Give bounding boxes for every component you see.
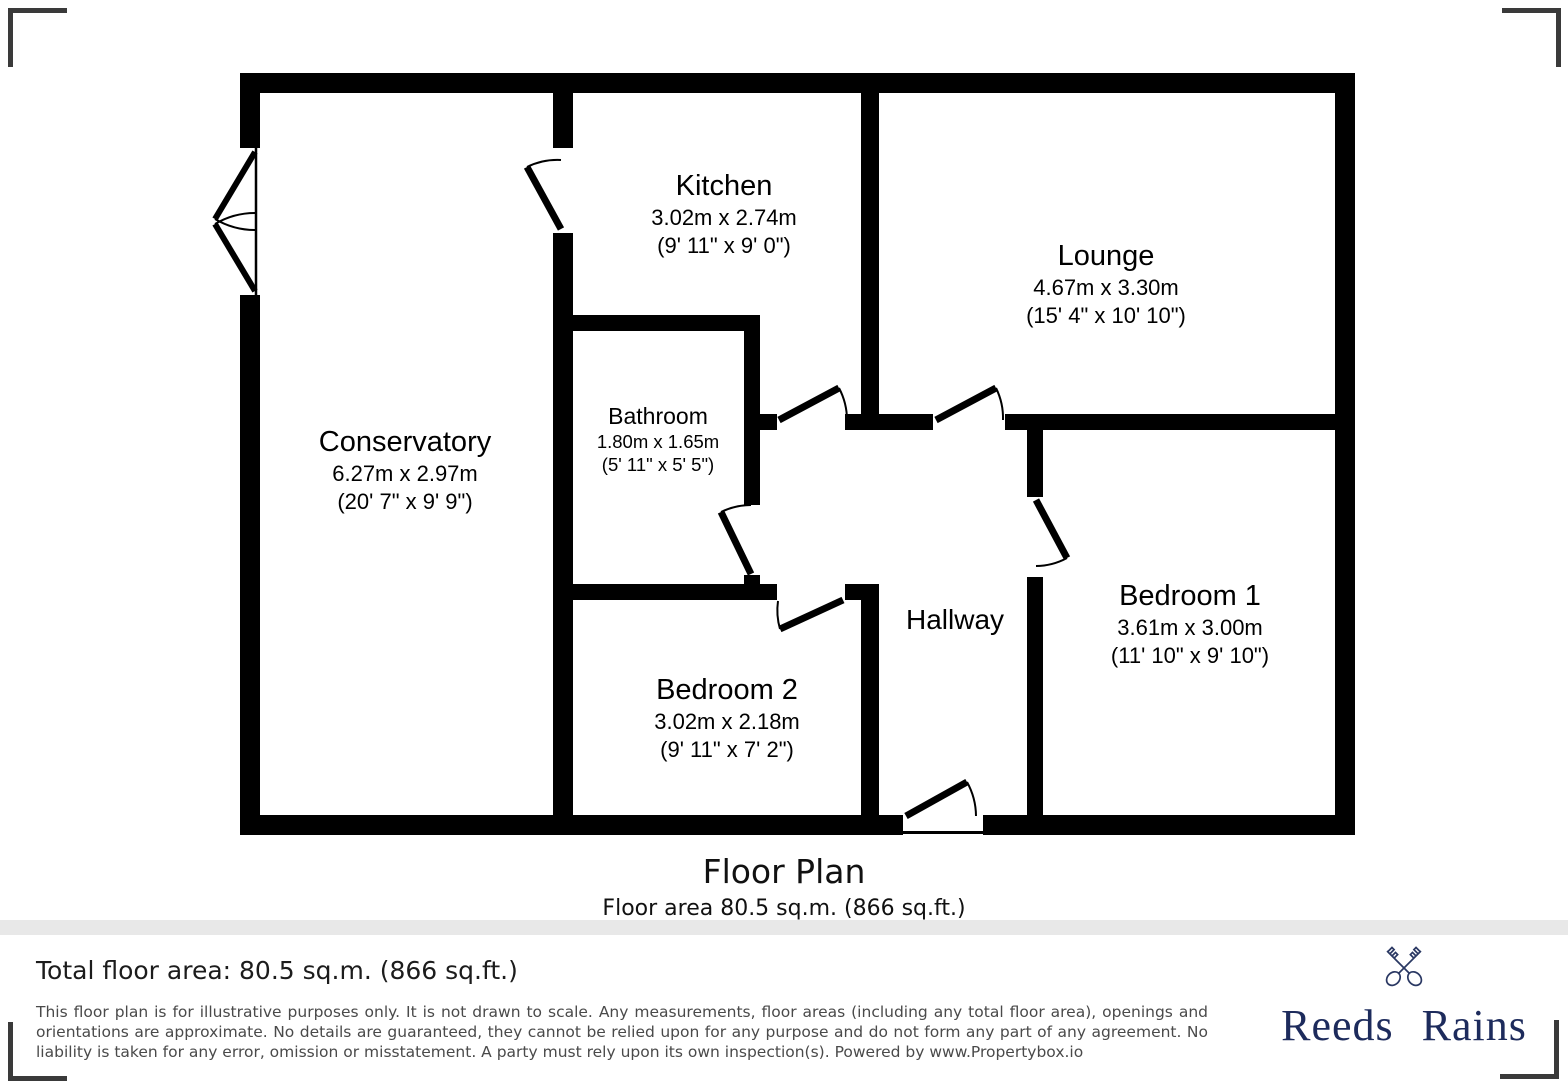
- door-bathroom: [717, 504, 755, 576]
- room-name: Bedroom 1: [1119, 580, 1261, 612]
- room-dims-imperial: (11' 10" x 9' 10"): [1110, 643, 1270, 668]
- crossed-keys-icon: [1385, 946, 1423, 987]
- floor-plan-drawing: [212, 73, 1355, 835]
- room-dims-imperial: (9' 11" x 7' 2"): [660, 737, 794, 762]
- room-label-conservatory: Conservatory 6.27m x 2.97m (20' 7" x 9' …: [319, 424, 491, 516]
- plan-title: Floor Plan: [702, 852, 866, 891]
- doors: [212, 148, 1071, 820]
- corner-mark-top-right: [1502, 8, 1561, 67]
- door-bedroom-1: [1032, 498, 1071, 567]
- room-label-lounge: Lounge 4.67m x 3.30m (15' 4" x 10' 10"): [1026, 238, 1186, 330]
- total-floor-area: Total floor area: 80.5 sq.m. (866 sq.ft.…: [36, 956, 518, 985]
- door-front: [904, 778, 977, 820]
- door-lounge: [934, 384, 1005, 424]
- room-dims-metric: 1.80m x 1.65m: [596, 431, 720, 452]
- room-dims-metric: 6.27m x 2.97m: [332, 461, 478, 486]
- room-label-hallway: Hallway: [906, 602, 1004, 638]
- room-dims-imperial: (20' 7" x 9' 9"): [337, 489, 473, 514]
- door-bedroom-2: [776, 596, 845, 633]
- brand-name: Reeds Rains: [1281, 1001, 1527, 1050]
- room-name: Conservatory: [318, 426, 492, 458]
- room-name: Bedroom 2: [656, 674, 798, 706]
- disclaimer-text: This floor plan is for illustrative purp…: [36, 1003, 1208, 1061]
- room-dims-imperial: (5' 11" x 5' 5"): [601, 454, 715, 475]
- room-label-bathroom: Bathroom 1.80m x 1.65m (5' 11" x 5' 5"): [597, 402, 719, 476]
- plan-subtitle: Floor area 80.5 sq.m. (866 sq.ft.): [602, 896, 966, 921]
- room-dims-metric: 4.67m x 3.30m: [1033, 275, 1179, 300]
- separator-band: [0, 920, 1568, 935]
- room-dims-metric: 3.02m x 2.18m: [654, 709, 800, 734]
- room-dims-metric: 3.02m x 2.74m: [651, 205, 797, 230]
- corner-mark-bottom-left: [8, 1022, 67, 1081]
- room-name: Lounge: [1057, 240, 1155, 272]
- room-dims-metric: 3.61m x 3.00m: [1117, 615, 1263, 640]
- room-dims-imperial: (15' 4" x 10' 10"): [1026, 303, 1186, 328]
- room-label-kitchen: Kitchen 3.02m x 2.74m (9' 11" x 9' 0"): [651, 168, 797, 260]
- room-dims-imperial: (9' 11" x 9' 0"): [657, 233, 791, 258]
- room-name: Kitchen: [675, 170, 773, 202]
- room-label-bedroom-2: Bedroom 2 3.02m x 2.18m (9' 11" x 7' 2"): [654, 672, 800, 764]
- walls: [240, 73, 1355, 835]
- corner-mark-bottom-right: [1500, 1020, 1559, 1079]
- brand-logo: Reeds Rains: [1272, 938, 1536, 1051]
- room-label-bedroom-1: Bedroom 1 3.61m x 3.00m (11' 10" x 9' 10…: [1111, 578, 1269, 670]
- door-conservatory-french: [212, 148, 258, 295]
- room-name: Hallway: [905, 604, 1005, 635]
- door-hallway-kitchen: [777, 384, 848, 424]
- room-name: Bathroom: [608, 403, 708, 429]
- door-kitchen: [523, 158, 565, 231]
- corner-mark-top-left: [8, 8, 67, 67]
